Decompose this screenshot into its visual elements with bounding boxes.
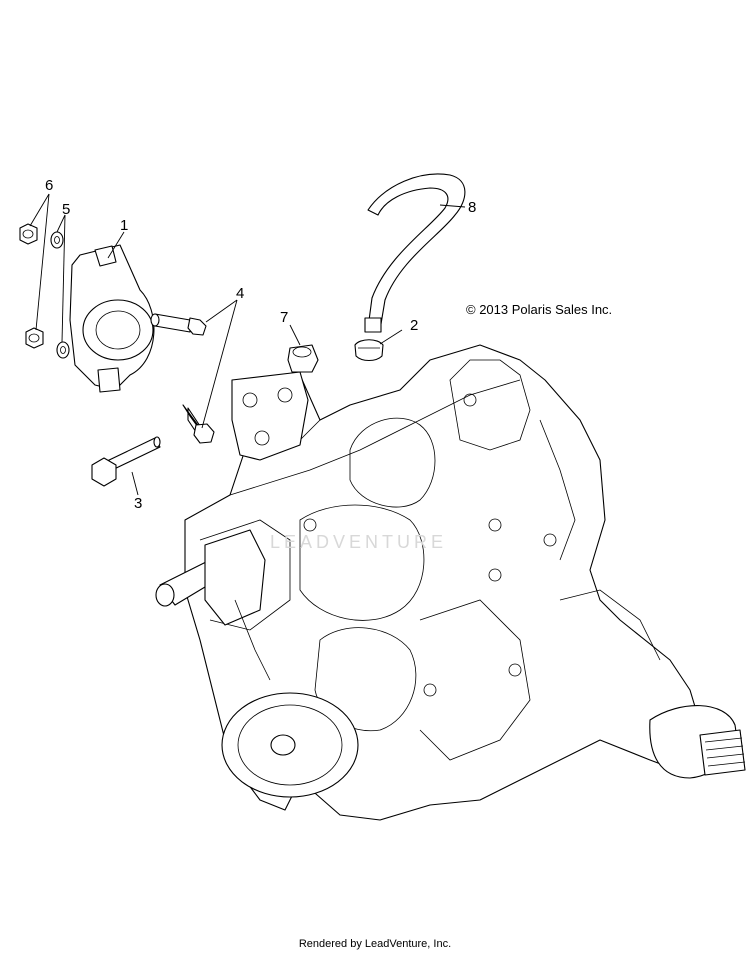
hose-clamp-part[interactable]	[354, 339, 384, 362]
shift-shaft	[155, 529, 271, 681]
bolt-lower-part[interactable]	[91, 436, 161, 487]
copyright-text: © 2013 Polaris Sales Inc.	[466, 302, 612, 317]
callout-6: 6	[45, 177, 53, 194]
watermark-text: LEADVENTURE	[270, 532, 447, 552]
shift-sensor-part[interactable]	[69, 244, 155, 393]
vent-hose-part[interactable]	[364, 173, 466, 333]
nut-upper-part[interactable]	[19, 223, 38, 245]
footer-credit: Rendered by LeadVenture, Inc.	[298, 938, 452, 950]
bolt-middle-part[interactable]	[182, 404, 215, 444]
callout-8: 8	[468, 199, 476, 216]
washer-lower-part[interactable]	[56, 341, 70, 359]
leader-lines	[29, 193, 466, 496]
flange-nut-part[interactable]	[287, 344, 319, 373]
bolt-upper-part[interactable]	[150, 313, 207, 336]
output-shaft	[649, 705, 746, 779]
output-pulley	[221, 692, 359, 798]
nut-lower-part[interactable]	[25, 327, 44, 349]
callout-4: 4	[236, 285, 244, 302]
callout-5: 5	[62, 201, 70, 218]
washer-upper-part[interactable]	[50, 231, 64, 249]
mounting-bracket	[231, 371, 309, 461]
callout-1: 1	[120, 217, 128, 234]
callout-2: 2	[410, 317, 418, 334]
callout-7: 7	[280, 309, 288, 326]
callout-3: 3	[134, 495, 142, 512]
